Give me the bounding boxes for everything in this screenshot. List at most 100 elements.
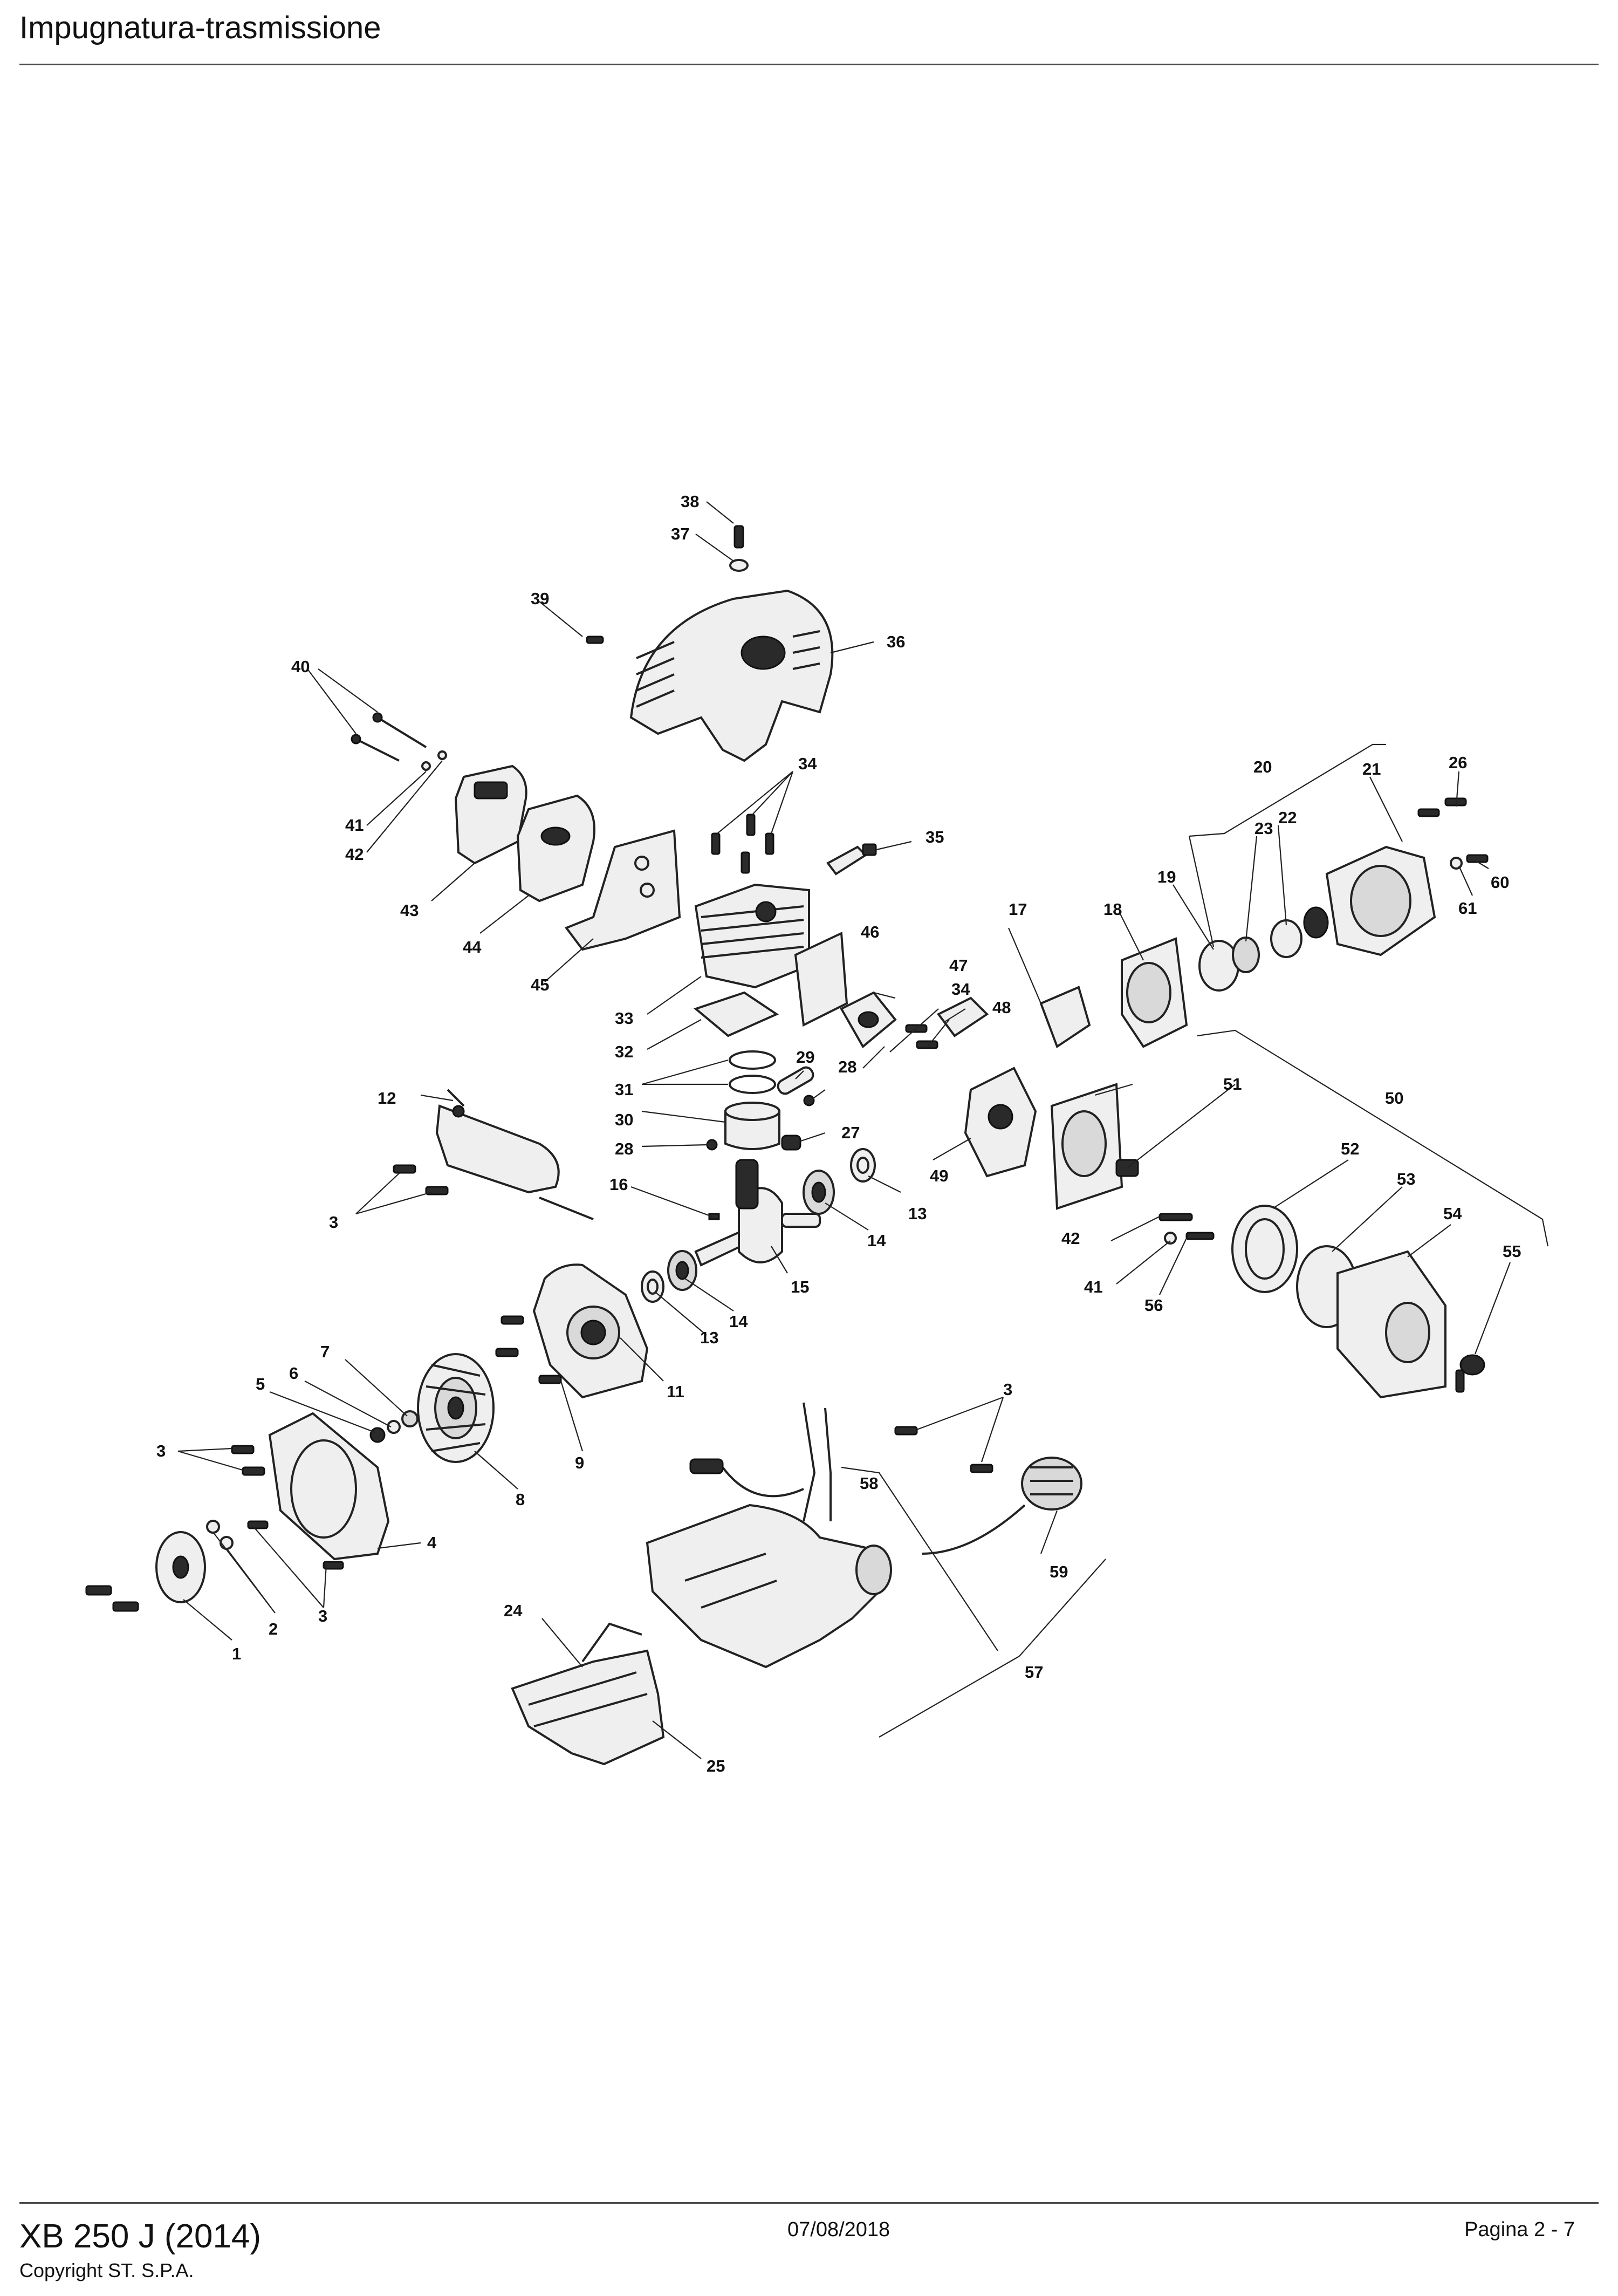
part-nut-5 — [369, 1427, 386, 1443]
part-starter-housing — [1325, 845, 1436, 956]
part-screw-9b — [495, 1348, 519, 1357]
callout-58: 58 — [860, 1474, 878, 1493]
part-piston-rings — [729, 1050, 776, 1094]
part-fan-cover — [268, 1412, 390, 1561]
callout-21: 21 — [1362, 760, 1381, 778]
part-air-housing-18 — [1121, 937, 1188, 1048]
part-carburetor — [964, 1067, 1037, 1178]
callout-22: 22 — [1278, 808, 1297, 827]
callout-54: 54 — [1443, 1204, 1462, 1223]
callout-5: 5 — [256, 1375, 265, 1393]
part-bearing-14b — [667, 1250, 697, 1291]
callout-14b: 14 — [729, 1312, 748, 1331]
part-engine-cover — [629, 589, 834, 762]
part-cylinder — [694, 883, 810, 989]
callout-42a: 42 — [345, 845, 364, 864]
callout-4: 4 — [427, 1533, 437, 1552]
part-clip-28a — [803, 1095, 815, 1106]
part-starter-pulley-19 — [1198, 940, 1239, 992]
part-piston-pin — [777, 1066, 814, 1095]
callout-36: 36 — [887, 632, 905, 651]
part-fuel-cap — [922, 1457, 1082, 1555]
part-screws-34 — [711, 814, 774, 874]
leader-lines — [177, 501, 1549, 1759]
callout-34b: 34 — [951, 980, 970, 999]
footer-date: 07/08/2018 — [787, 2218, 890, 2241]
callout-28a: 28 — [615, 1139, 633, 1158]
callout-19: 19 — [1157, 867, 1176, 886]
part-screw-38 — [729, 525, 749, 572]
part-screw-9a — [501, 1315, 524, 1325]
footer-copyright: Copyright ST. S.P.A. — [19, 2259, 194, 2281]
callout-numbers: 38 37 39 36 40 41 42 43 44 45 34 35 46 3… — [156, 492, 1521, 1775]
header-rule — [19, 64, 1599, 65]
callout-29: 29 — [796, 1048, 814, 1067]
part-screw-39 — [586, 636, 604, 644]
part-knob-55 — [1455, 1354, 1485, 1393]
part-ignition-coil — [435, 1089, 594, 1220]
callout-20: 20 — [1253, 757, 1272, 776]
footer-page-number: Pagina 2 - 7 — [1464, 2218, 1575, 2241]
part-washer-22 — [1270, 919, 1302, 958]
callout-15: 15 — [791, 1277, 809, 1296]
part-screw-60 — [1466, 854, 1489, 863]
part-piston — [724, 1102, 780, 1150]
callout-44: 44 — [463, 938, 482, 956]
part-spring-23 — [1232, 937, 1260, 973]
callout-60: 60 — [1491, 873, 1509, 892]
callout-9: 9 — [575, 1453, 584, 1472]
callout-3d: 3 — [1003, 1380, 1012, 1399]
part-fuel-lines — [689, 1402, 832, 1522]
callout-14a: 14 — [867, 1231, 886, 1250]
part-screw-9c — [538, 1375, 562, 1384]
callout-59: 59 — [1050, 1562, 1068, 1581]
part-screw-3f — [323, 1561, 344, 1570]
callout-41b: 41 — [1084, 1277, 1102, 1296]
callout-39: 39 — [531, 589, 549, 608]
part-screw-34d — [916, 1040, 938, 1049]
part-bolt-42b — [1185, 1232, 1215, 1240]
callout-13b: 13 — [700, 1328, 718, 1347]
part-screw-3e — [247, 1520, 269, 1529]
callout-40: 40 — [291, 657, 310, 676]
footer-rule — [19, 2202, 1599, 2204]
callout-8: 8 — [516, 1490, 525, 1509]
callout-32: 32 — [615, 1042, 633, 1061]
part-screw-1b — [112, 1601, 139, 1612]
callout-23: 23 — [1254, 819, 1273, 838]
part-seal-13a — [850, 1148, 876, 1183]
part-insulator-46 — [794, 931, 848, 1027]
part-gasket-48 — [936, 996, 989, 1037]
part-washer-2b — [220, 1536, 234, 1550]
part-key-16 — [708, 1213, 720, 1220]
callout-18: 18 — [1103, 900, 1122, 919]
callout-3a: 3 — [329, 1213, 338, 1232]
part-seal-13b — [641, 1270, 664, 1303]
part-spring-22b — [1303, 906, 1329, 939]
callout-38: 38 — [681, 492, 699, 511]
callout-37: 37 — [671, 524, 689, 543]
part-muffler-cover — [454, 764, 527, 865]
callout-6: 6 — [289, 1364, 298, 1383]
callout-16: 16 — [609, 1175, 628, 1194]
part-clutch — [155, 1531, 206, 1603]
callout-35: 35 — [925, 828, 944, 846]
part-screw-3h — [970, 1464, 993, 1473]
callout-49: 49 — [930, 1166, 948, 1185]
part-washer-41b — [1164, 1232, 1177, 1245]
part-filter-cover-54 — [1336, 1250, 1446, 1399]
callout-2: 2 — [269, 1620, 278, 1638]
part-crankshaft — [694, 1159, 821, 1267]
callout-45: 45 — [531, 975, 549, 994]
part-washer-2a — [206, 1520, 220, 1534]
part-screw-3a — [393, 1164, 416, 1174]
callout-55: 55 — [1503, 1242, 1521, 1261]
part-fuel-tank — [646, 1504, 892, 1669]
callout-33: 33 — [615, 1009, 633, 1028]
part-bolts-40 — [351, 712, 447, 771]
callout-47: 47 — [949, 956, 968, 975]
part-filter-base-51 — [1050, 1083, 1123, 1210]
part-screw-1a — [85, 1585, 112, 1596]
part-needle-bearing — [781, 1135, 801, 1151]
